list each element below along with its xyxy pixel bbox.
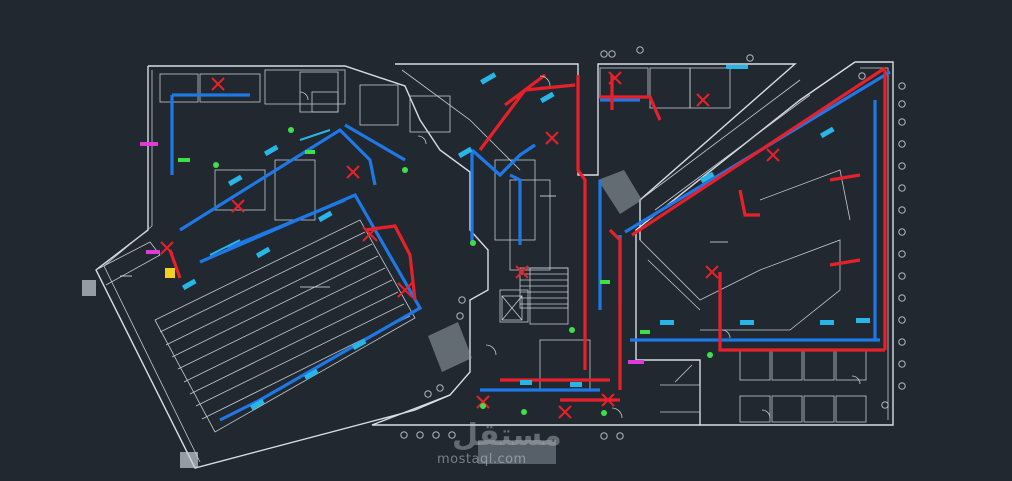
- door-swings: [299, 75, 861, 419]
- dimension-marks: [120, 195, 728, 288]
- return-ducts: [168, 66, 887, 402]
- hatch-icon: [82, 170, 642, 468]
- watermark-logo-text: مستقل: [452, 418, 562, 453]
- interior-walls: [159, 67, 867, 423]
- column-icon: [400, 46, 906, 440]
- diffuser-icon: [140, 65, 870, 416]
- watermark-url: mostaql.com: [437, 452, 527, 467]
- stair-icon: [501, 267, 569, 321]
- fan-coil-icon: [160, 71, 780, 419]
- supply-ducts: [170, 70, 891, 422]
